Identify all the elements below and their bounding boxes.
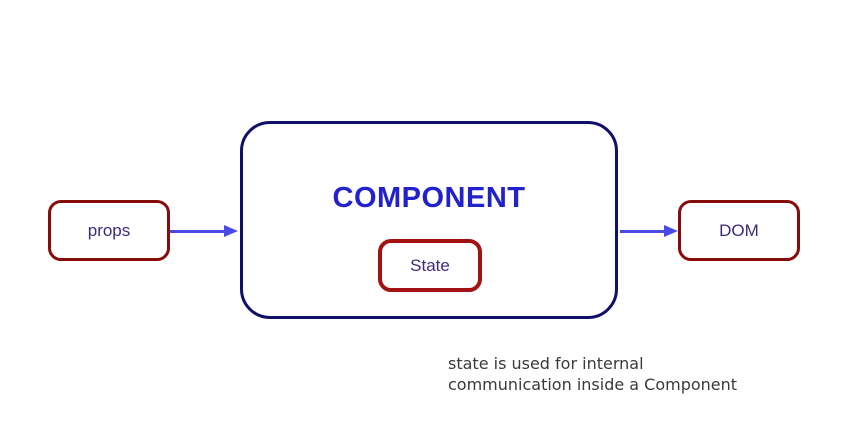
arrow-head-icon (224, 225, 238, 238)
caption-line-2: communication inside a Component (448, 375, 738, 394)
arrow-line (170, 230, 226, 233)
props-node: props (48, 200, 170, 261)
dom-label: DOM (719, 220, 759, 240)
state-node: State (378, 239, 482, 292)
arrow-head-icon (664, 225, 678, 238)
arrow-line (620, 230, 666, 233)
caption-line-1: state is used for internal (448, 354, 644, 373)
dom-node: DOM (678, 200, 800, 261)
caption: state is used for internal communication… (448, 353, 737, 395)
component-node: COMPONENT State (240, 121, 618, 319)
state-label: State (410, 255, 450, 275)
component-title: COMPONENT (332, 182, 526, 214)
props-label: props (87, 220, 131, 240)
